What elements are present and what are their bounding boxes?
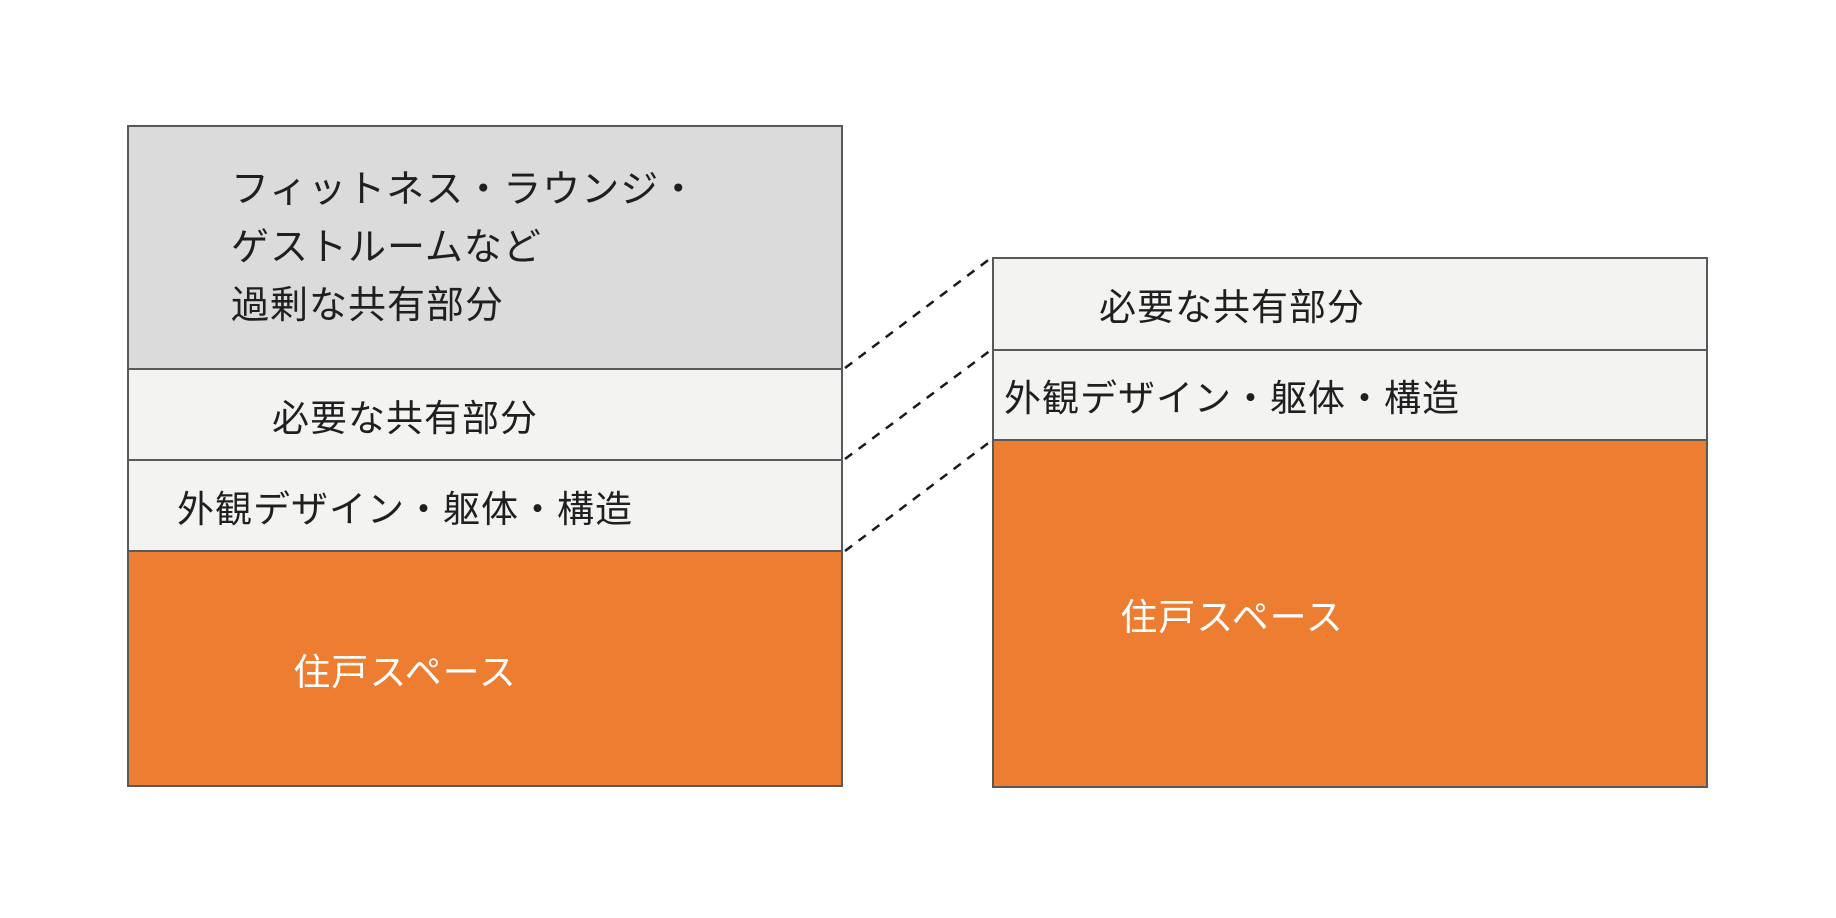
connector-line-top bbox=[844, 257, 992, 369]
section-unit-space-right: 住戸スペース bbox=[994, 441, 1706, 786]
unit-space-label-right: 住戸スペース bbox=[1120, 596, 1344, 638]
section-structure-right: 外観デザイン・躯体・構造 bbox=[994, 351, 1706, 441]
excess-shared-label: フィットネス・ラウンジ・ ゲストルームなど 過剰な共有部分 bbox=[231, 168, 699, 327]
section-unit-space-left: 住戸スペース bbox=[129, 552, 841, 785]
connector-line-middle bbox=[844, 348, 992, 461]
section-necessary-shared-right: 必要な共有部分 bbox=[994, 259, 1706, 351]
connector-line-bottom bbox=[844, 440, 992, 552]
unit-space-label-left: 住戸スペース bbox=[293, 651, 517, 693]
necessary-shared-label-right: 必要な共有部分 bbox=[1099, 287, 1365, 328]
left-building-stack: フィットネス・ラウンジ・ ゲストルームなど 過剰な共有部分 必要な共有部分 外観… bbox=[127, 125, 843, 787]
section-excess-shared: フィットネス・ラウンジ・ ゲストルームなど 過剰な共有部分 bbox=[129, 127, 841, 370]
right-building-stack: 必要な共有部分 外観デザイン・躯体・構造 住戸スペース bbox=[992, 257, 1708, 788]
structure-label-left: 外観デザイン・躯体・構造 bbox=[177, 488, 633, 530]
structure-label-right: 外観デザイン・躯体・構造 bbox=[1004, 378, 1460, 419]
section-necessary-shared-left: 必要な共有部分 bbox=[129, 370, 841, 461]
section-structure-left: 外観デザイン・躯体・構造 bbox=[129, 461, 841, 552]
necessary-shared-label-left: 必要な共有部分 bbox=[272, 397, 538, 439]
